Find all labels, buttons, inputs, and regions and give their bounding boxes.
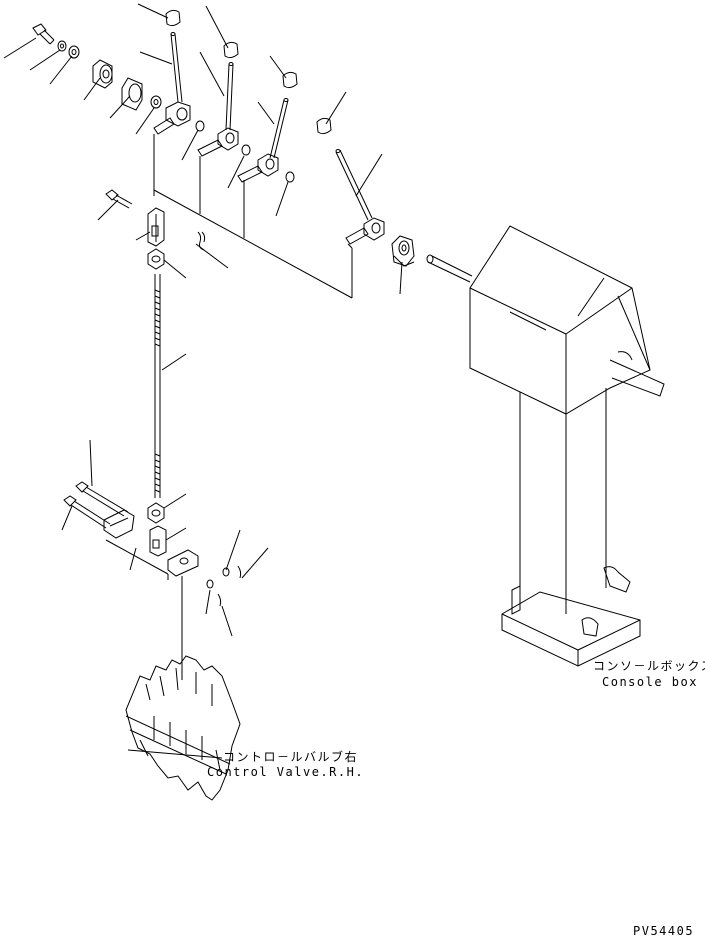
bolt-top-left [32, 23, 55, 45]
washer-lever-3 [285, 171, 295, 183]
lever-3 [237, 98, 289, 183]
threaded-rod [154, 274, 161, 498]
drawing-code: PV54405 [633, 924, 695, 938]
washer-top-left-3 [150, 95, 162, 109]
sleeve-top-left [121, 77, 143, 111]
washer-top-left-1 [57, 40, 67, 52]
knob-4 [316, 117, 332, 135]
bolt-lower-2 [63, 495, 111, 529]
cotter-pin-mid [197, 231, 206, 251]
knob-1 [165, 9, 181, 27]
washer-lever-2 [241, 144, 251, 156]
cotter-pin-lower [217, 565, 242, 607]
bracket-plate-outline [153, 134, 353, 299]
clevis [147, 207, 165, 247]
washer-lower-1 [206, 579, 214, 589]
bracket-lower-outline [105, 539, 169, 580]
control-valve-label-en: Control Valve.R.H. [207, 765, 365, 779]
lever-arm-lower [167, 549, 199, 577]
roller-bracket [391, 235, 415, 267]
bushing-top-left [92, 59, 113, 89]
lever-2 [197, 62, 239, 157]
nut-lower [147, 502, 165, 524]
bracket-lower-left [103, 509, 135, 539]
control-valve [125, 655, 241, 801]
clevis-lower [149, 525, 167, 557]
lever-1 [153, 32, 191, 135]
knob-2 [223, 41, 239, 59]
washer-lower-2 [222, 567, 230, 577]
console-box-label-en: Console box [602, 675, 698, 689]
lever-4 [335, 149, 385, 245]
washer-lever-1 [195, 120, 205, 132]
nut-upper [147, 248, 165, 270]
bolt-mid-left [105, 189, 133, 209]
leader-lines [3, 3, 605, 759]
knob-3 [282, 71, 298, 89]
control-valve-label-jp: コントロ－ルバルブ右 [223, 750, 359, 764]
console-box [426, 225, 665, 667]
console-box-label-jp: コンソ－ルボックス [593, 659, 705, 673]
bolt-lower-1 [75, 481, 129, 517]
washer-top-left-2 [68, 45, 80, 59]
